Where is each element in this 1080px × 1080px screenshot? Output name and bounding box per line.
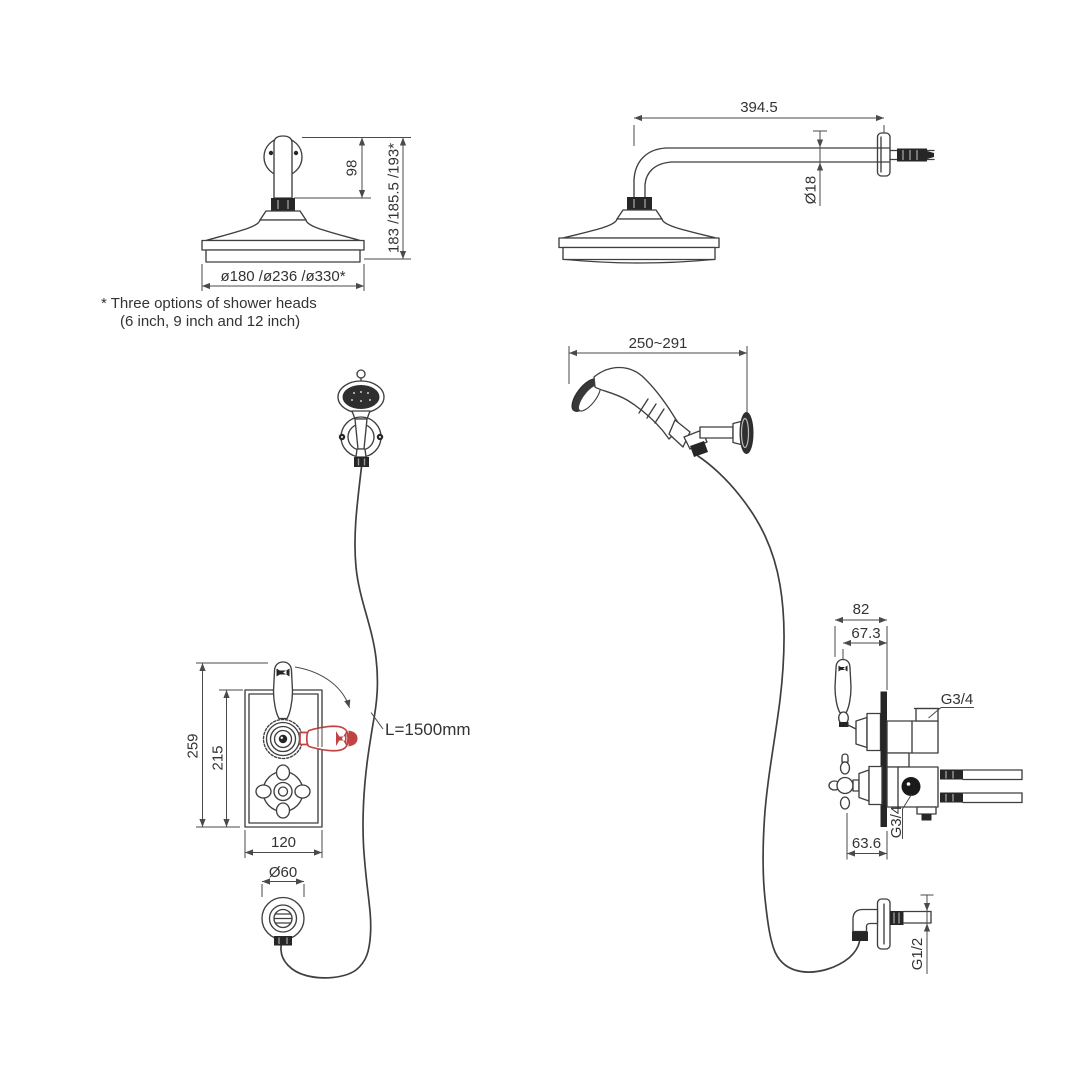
dim-total-height: 183 /185.5 /193* xyxy=(386,143,403,253)
head-bell xyxy=(562,218,717,239)
flange-screw-icon xyxy=(268,150,274,156)
wall-flange-side xyxy=(876,132,891,177)
thread-tail xyxy=(897,148,927,162)
flange-screw-icon xyxy=(293,150,299,156)
handset-bracket-side-view: 250~291 xyxy=(568,335,861,973)
head-rim xyxy=(558,237,720,249)
spray-face xyxy=(342,385,380,409)
head-band xyxy=(205,249,361,263)
dim-arm-length: 394.5 xyxy=(740,99,778,116)
thread-block xyxy=(890,911,904,925)
hang-hook xyxy=(356,369,366,379)
hose-nut xyxy=(690,441,708,457)
dim-depth-bottom: 63.6 xyxy=(852,835,881,852)
bracket-arm xyxy=(699,426,734,439)
dim-depth-max: 82 xyxy=(853,601,870,618)
bottom-port-cap xyxy=(901,777,921,796)
shower-hose-side xyxy=(697,455,861,973)
top-port xyxy=(915,707,939,722)
cross-handle xyxy=(255,764,311,819)
shower-arm-side-view: 394.5 Ø18 xyxy=(558,99,935,264)
bottom-connection-label: G3/4 xyxy=(888,806,905,839)
elbow-hose-nut xyxy=(852,931,868,941)
dim-arm-height: 98 xyxy=(344,160,361,177)
head-band xyxy=(562,246,716,261)
head-collar xyxy=(259,210,307,221)
bracket-wall-flange xyxy=(739,412,754,454)
upper-cartridge xyxy=(855,716,868,749)
shower-hose-front xyxy=(280,466,379,979)
valve-side-view: 82 67.3 xyxy=(828,601,1023,860)
shower-head-options-note: * Three options of shower heads (6 inch,… xyxy=(101,295,317,330)
outlet-nut xyxy=(274,936,292,946)
rotation-arc-arrow xyxy=(294,666,351,709)
dim-head-diameters: ø180 /ø236 /ø330* xyxy=(220,268,345,285)
handset-handle xyxy=(354,418,368,450)
arm-nut xyxy=(627,197,652,210)
dim-plate-height: 215 xyxy=(210,745,227,770)
valve-lever-rotated-red xyxy=(299,725,358,752)
handset-handle-side xyxy=(593,366,682,440)
valve-front-view: 259 215 xyxy=(185,661,471,946)
drop-arm xyxy=(273,135,293,199)
dim-arm-diameter: Ø18 xyxy=(803,176,820,204)
inlet-pipes xyxy=(940,769,1023,804)
head-rim xyxy=(201,239,365,251)
head-bell xyxy=(205,219,361,242)
dim-depth-lever: 67.3 xyxy=(851,625,880,642)
valve-plate-edge xyxy=(880,691,887,827)
dim-outlet-diameter: Ø60 xyxy=(269,864,297,881)
dim-wall-clearance: 250~291 xyxy=(629,335,688,352)
handle-end-fitting xyxy=(668,419,691,448)
hose-outlet-elbow-front xyxy=(261,896,305,946)
dim-plate-width: 120 xyxy=(271,834,296,851)
spout-connection-label: G1/2 xyxy=(909,938,926,971)
head-collar xyxy=(616,209,663,220)
arm-nut xyxy=(271,198,295,211)
note-line-1: * Three options of shower heads xyxy=(101,295,317,312)
handset-cradle-front-view xyxy=(280,369,385,979)
hose-outlet-elbow-side-view: G1/2 xyxy=(852,894,934,974)
valve-lever xyxy=(272,661,294,720)
top-connection-label: G3/4 xyxy=(941,691,974,708)
dim-valve-total-height: 259 xyxy=(185,733,202,758)
fixed-shower-head-front-view: 98 183 /185.5 /193* ø180 /ø236 /ø330* xyxy=(201,135,411,291)
arm-bend xyxy=(633,147,667,198)
cross-handle-side xyxy=(828,753,860,810)
hose-length-label: L=1500mm xyxy=(385,720,471,739)
elbow-body xyxy=(852,908,879,933)
lower-cartridge xyxy=(858,769,870,802)
note-line-2: (6 inch, 9 inch and 12 inch) xyxy=(120,313,300,330)
hose-nut xyxy=(354,457,369,467)
